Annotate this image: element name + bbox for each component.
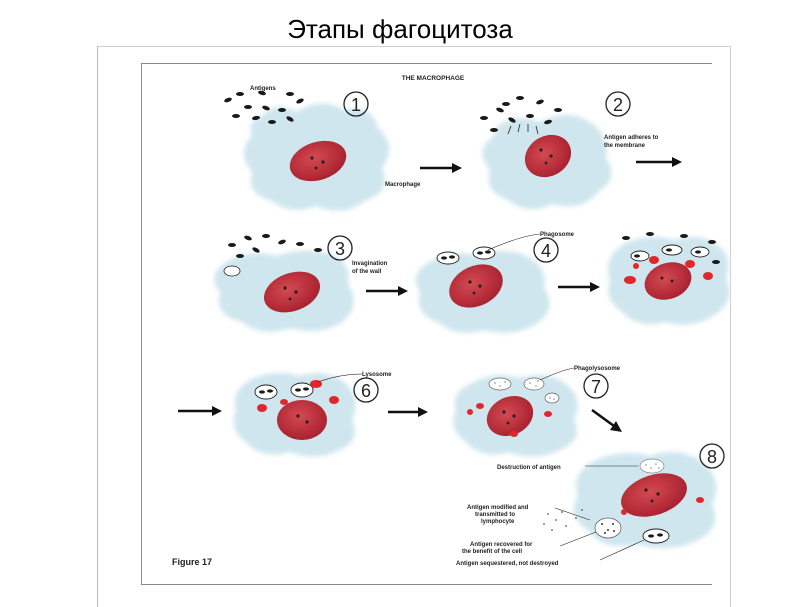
stage-number-badge — [343, 91, 369, 117]
phagocytic-cup — [223, 265, 241, 277]
nucleus — [486, 396, 534, 436]
stage-number: 7 — [591, 377, 601, 397]
antigen-cluster — [224, 90, 304, 124]
nucleus — [621, 473, 687, 517]
stage-number-badge — [583, 373, 609, 399]
antigen-cluster — [228, 234, 322, 258]
stage-3: Invagination of the wall 3 — [214, 234, 408, 332]
sequestered-antigen — [642, 528, 670, 544]
destroyed-antigen — [639, 458, 665, 474]
lysosome-cluster — [624, 256, 713, 284]
phagosome — [630, 244, 710, 262]
stage-number-badge — [533, 237, 559, 263]
stage-number-badge — [699, 443, 725, 469]
stage-number: 3 — [335, 239, 345, 259]
label-invagination: Invagination of the wall — [352, 261, 389, 275]
adhesion-marks — [507, 123, 539, 135]
stage-number: 6 — [361, 381, 371, 401]
label-phagosome: Phagosome — [540, 232, 575, 238]
nucleus — [524, 134, 572, 178]
stage-8: Destruction of antigen Antigen modified … — [456, 443, 725, 567]
lysosome-cluster — [467, 403, 552, 437]
phagosome — [254, 382, 314, 400]
lysosome-cluster — [257, 380, 339, 412]
label-destruction: Destruction of antigen — [497, 465, 561, 471]
label-lysosome: Lysosome — [362, 372, 392, 378]
lysosome-cluster — [621, 497, 704, 515]
figure-heading: THE MACROPHAGE — [402, 75, 465, 82]
modified-antigen-dots — [543, 509, 583, 531]
nucleus — [289, 140, 347, 182]
label-macrophage: Macrophage — [385, 182, 421, 188]
nucleus — [449, 264, 503, 308]
stage-number: 4 — [541, 241, 551, 261]
arrow — [591, 408, 615, 428]
stage-2: Antigen adheres to the membrane 2 — [480, 91, 682, 210]
slide-title: Этапы фагоцитоза — [287, 14, 513, 44]
stage-4: Phagosome 4 — [415, 232, 600, 333]
label-sequestered: Antigen sequestered, not destroyed — [456, 561, 559, 567]
phagolysosome — [488, 377, 560, 404]
leader-lines — [554, 465, 645, 561]
nucleus — [277, 400, 327, 440]
stage-6: Lysosome 6 — [178, 372, 428, 457]
label-adheres: Antigen adheres to the membrane — [604, 135, 660, 149]
stage-number-badge — [605, 91, 631, 117]
phagosome — [436, 246, 496, 265]
label-phagolysosome: Phagolysosome — [574, 366, 621, 372]
stage-number-badge — [327, 235, 353, 261]
figure-caption: Figure 17 — [172, 557, 212, 567]
nucleus — [644, 262, 692, 300]
recovered-antigen — [594, 517, 622, 539]
stage-number: 1 — [351, 95, 361, 115]
stage-number: 8 — [707, 447, 717, 467]
stage-5 — [607, 232, 730, 325]
nucleus — [263, 271, 321, 313]
antigen-cluster — [480, 96, 562, 132]
label-antigens: Antigens — [250, 86, 276, 92]
stage-number: 2 — [613, 95, 623, 115]
stage-1: Antigens Macrophage 1 — [224, 86, 462, 211]
antigen-cluster — [622, 232, 720, 264]
label-recovered: Antigen recovered for the benefit of the… — [462, 542, 534, 555]
stage-7: Phagolysosome 7 — [453, 366, 622, 457]
figure-frame — [141, 63, 712, 585]
label-modified: Antigen modified and transmitted to lymp… — [467, 505, 530, 525]
stage-number-badge — [353, 377, 379, 403]
